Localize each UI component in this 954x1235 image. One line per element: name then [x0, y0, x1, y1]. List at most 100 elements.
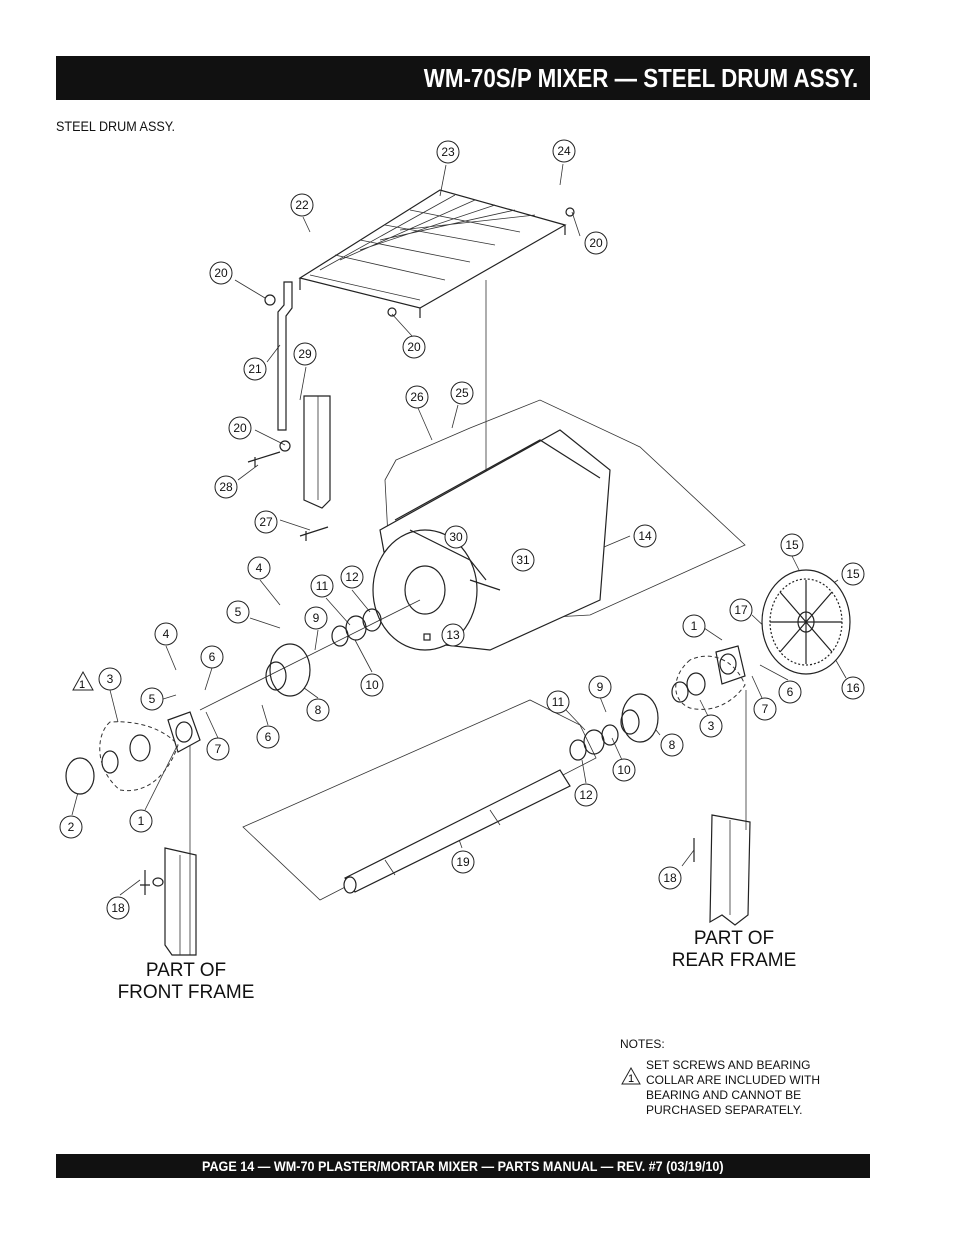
callout-circle — [546, 690, 570, 714]
callout-circle — [780, 533, 804, 557]
notes-title: NOTES: — [620, 1037, 665, 1051]
callout-circle — [140, 687, 164, 711]
callout-label: 23 — [441, 145, 455, 159]
callout-8: 8 — [306, 698, 330, 722]
callout-29: 29 — [293, 342, 317, 366]
front-bearing-assembly — [65, 711, 201, 795]
callout-30: 30 — [444, 525, 468, 549]
callout-label: 26 — [410, 390, 424, 404]
callout-label: 15 — [846, 567, 860, 581]
callout-label: 20 — [407, 340, 421, 354]
callout-circle — [436, 140, 460, 164]
callout-label: 14 — [638, 529, 652, 543]
callout-label: 16 — [846, 681, 860, 695]
callout-18: 18 — [658, 866, 682, 890]
note-text: SET SCREWS AND BEARING COLLAR ARE INCLUD… — [646, 1058, 856, 1118]
callout-19: 19 — [451, 850, 475, 874]
callout-circle — [778, 680, 802, 704]
callout-label: 4 — [256, 561, 263, 575]
note-line: BEARING AND CANNOT BE — [646, 1088, 802, 1102]
callout-22: 22 — [290, 193, 314, 217]
callout-7: 7 — [753, 697, 777, 721]
callout-label: 6 — [265, 730, 272, 744]
note-line: COLLAR ARE INCLUDED WITH — [646, 1073, 821, 1087]
callout-15: 15 — [780, 533, 804, 557]
callout-label: 24 — [557, 144, 571, 158]
note-line: PURCHASED SEPARATELY. — [646, 1103, 803, 1117]
note-line: SET SCREWS AND BEARING — [646, 1058, 811, 1072]
callout-label: 25 — [455, 386, 469, 400]
callout-11: 11 — [546, 690, 570, 714]
front-frame-upper-post — [303, 395, 331, 509]
rear-frame-label-line-1: PART OF — [693, 928, 775, 949]
hinge-bracket — [277, 281, 293, 431]
callout-23: 23 — [436, 140, 460, 164]
callout-20: 20 — [228, 416, 252, 440]
callout-28: 28 — [214, 475, 238, 499]
callout-circle — [360, 673, 384, 697]
callout-1: 1 — [682, 614, 706, 638]
callout-3: 3 — [98, 667, 122, 691]
callout-circle — [451, 850, 475, 874]
callout-label: 18 — [663, 871, 677, 885]
callout-27: 27 — [254, 510, 278, 534]
callout-circle — [293, 342, 317, 366]
callout-circle — [402, 335, 426, 359]
callout-label: 5 — [149, 692, 156, 706]
callout-numbers: 1123344556667788991010111112121314151516… — [59, 139, 865, 920]
callout-label: 5 — [235, 605, 242, 619]
callout-6: 6 — [200, 645, 224, 669]
callout-3: 3 — [699, 714, 723, 738]
front-bearing-hub — [199, 599, 421, 711]
callout-label: 22 — [295, 198, 309, 212]
callout-label: 31 — [516, 553, 530, 567]
callout-2: 2 — [59, 815, 83, 839]
callout-circle — [106, 896, 130, 920]
callout-label: 9 — [597, 680, 604, 694]
callout-10: 10 — [360, 673, 384, 697]
callout-label: 18 — [111, 901, 125, 915]
callout-label: 7 — [215, 742, 222, 756]
callout-4: 4 — [247, 556, 271, 580]
callout-9: 9 — [304, 606, 328, 630]
callout-label: 4 — [163, 627, 170, 641]
callout-label: 1 — [691, 619, 698, 633]
drive-gear — [761, 569, 851, 675]
callout-label: 20 — [589, 236, 603, 250]
callout-8: 8 — [660, 733, 684, 757]
section-label: STEEL DRUM ASSY. — [56, 118, 176, 134]
callout-circle — [729, 598, 753, 622]
callout-label: 11 — [552, 695, 565, 709]
callout-16: 16 — [841, 676, 865, 700]
callout-label: 6 — [209, 650, 216, 664]
callout-circle — [59, 815, 83, 839]
callout-label: 10 — [617, 763, 631, 777]
callout-circle — [450, 381, 474, 405]
callout-circle — [310, 574, 334, 598]
front-frame-label: PART OF FRONT FRAME — [106, 960, 266, 1004]
callout-label: 6 — [787, 685, 794, 699]
front-frame-label-line-1: PART OF — [145, 960, 227, 981]
callout-5: 5 — [226, 600, 250, 624]
callout-circle — [256, 725, 280, 749]
callout-circle — [588, 675, 612, 699]
rear-frame-post — [709, 814, 751, 926]
callout-circle — [658, 866, 682, 890]
rear-frame-label: PART OF REAR FRAME — [664, 928, 804, 972]
callout-26: 26 — [405, 385, 429, 409]
callout-18: 18 — [106, 896, 130, 920]
callout-circle — [511, 548, 535, 572]
callout-circle — [209, 261, 233, 285]
callout-circle — [633, 524, 657, 548]
callout-label: 13 — [446, 628, 460, 642]
rear-bearing-assembly — [620, 645, 746, 743]
callout-9: 9 — [588, 675, 612, 699]
callout-20: 20 — [402, 335, 426, 359]
hardware-bolts — [140, 451, 695, 895]
front-frame-label-line-2: FRONT FRAME — [117, 982, 255, 1003]
callout-circle — [247, 556, 271, 580]
callout-25: 25 — [450, 381, 474, 405]
callout-6: 6 — [256, 725, 280, 749]
callout-label: 2 — [68, 820, 75, 834]
